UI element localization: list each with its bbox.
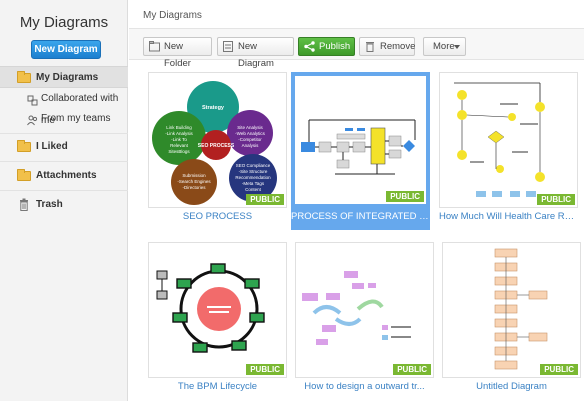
process-diagram-preview (302, 271, 411, 345)
diagram-title[interactable]: SEO PROCESS (182, 211, 253, 222)
toolbar: New Folder New Diagram Publish Remove Mo… (129, 28, 584, 69)
public-badge: PUBLIC (246, 364, 284, 375)
sidebar-item-teams[interactable]: From my teams (0, 108, 128, 130)
sidebar-item-liked[interactable]: I Liked (0, 136, 128, 158)
team-icon (27, 113, 38, 135)
diagram-thumbnail[interactable]: PUBLIC (148, 242, 287, 378)
diagram-thumbnail[interactable]: PUBLIC (439, 72, 578, 208)
sidebar-item-label: My Diagrams (36, 72, 99, 83)
publish-label: Publish (319, 41, 351, 52)
diagram-title[interactable]: The BPM Lifecycle (177, 381, 258, 392)
collaborate-icon (27, 93, 38, 115)
app-title: My Diagrams (19, 14, 109, 31)
caret-down-icon (454, 45, 460, 49)
flowchart-preview (301, 119, 416, 175)
sidebar: My Diagrams New Diagram My Diagrams Coll… (0, 0, 128, 401)
diagram-card[interactable]: Strategy SEO PROCESS Site Analysis-Web A… (148, 72, 287, 232)
seo-node-top: Strategy (202, 105, 225, 111)
seo-node-bottom-left: Submission-Search Engines-Directories (177, 173, 211, 190)
sidebar-item-trash[interactable]: Trash (0, 194, 128, 216)
remove-label: Remove (380, 41, 416, 52)
sidebar-divider (0, 190, 128, 191)
diagram-thumbnail[interactable]: Strategy SEO PROCESS Site Analysis-Web A… (148, 72, 287, 208)
public-badge: PUBLIC (540, 364, 578, 375)
folder-open-icon (17, 71, 31, 83)
diagram-title[interactable]: How Much Will Health Care Ref... (439, 211, 578, 222)
public-badge: PUBLIC (393, 364, 431, 375)
more-label: More (433, 41, 455, 52)
sidebar-item-label: I Liked (36, 141, 68, 152)
cycle-diagram-preview (156, 263, 265, 353)
diagram-card[interactable]: PUBLIC PROCESS OF INTEGRATED M... (291, 72, 430, 232)
diagram-title[interactable]: PROCESS OF INTEGRATED M... (291, 211, 430, 222)
publish-button[interactable]: Publish (298, 37, 355, 56)
sidebar-divider (0, 161, 128, 162)
sidebar-item-label: Collaborated with me (41, 93, 119, 126)
sidebar-item-collaborated[interactable]: Collaborated with me (0, 88, 128, 126)
diagram-thumbnail[interactable]: PUBLIC (442, 242, 581, 378)
sidebar-item-attachments[interactable]: Attachments (0, 165, 128, 187)
folder-add-icon (149, 41, 160, 52)
new-folder-label: New Folder (164, 41, 191, 69)
diagram-card[interactable]: PUBLIC Untitled Diagram (442, 242, 581, 401)
sidebar-item-my-diagrams[interactable]: My Diagrams (0, 66, 128, 88)
diagram-add-icon (223, 41, 234, 52)
new-diagram-toolbar-button[interactable]: New Diagram (217, 37, 294, 69)
diagram-card[interactable]: PUBLIC How Much Will Health Care Ref... (439, 72, 578, 232)
trash-icon (19, 198, 29, 220)
sidebar-item-label: From my teams (41, 113, 111, 124)
attachment-folder-icon (17, 169, 31, 181)
main-panel: My Diagrams New Folder New Diagram Publi… (129, 0, 584, 401)
public-badge: PUBLIC (386, 191, 424, 202)
more-dropdown[interactable]: More (423, 37, 466, 56)
diagram-card[interactable]: PUBLIC How to design a outward tr... (295, 242, 434, 401)
remove-button[interactable]: Remove (359, 37, 415, 56)
new-diagram-button[interactable]: New Diagram (31, 40, 101, 59)
seo-diagram-preview: Strategy SEO PROCESS Site Analysis-Web A… (152, 81, 277, 205)
sidebar-item-label: Attachments (36, 170, 97, 181)
selection-highlight (291, 206, 430, 230)
breadcrumb: My Diagrams (143, 10, 202, 21)
diagram-title[interactable]: How to design a outward tr... (304, 381, 425, 392)
public-badge: PUBLIC (246, 194, 284, 205)
diagram-title[interactable]: Untitled Diagram (476, 381, 547, 392)
diagram-card[interactable]: PUBLIC The BPM Lifecycle (148, 242, 287, 401)
vertical-flow-preview (494, 248, 548, 370)
trash-icon (365, 41, 376, 52)
flowchart-preview (454, 82, 545, 197)
new-folder-button[interactable]: New Folder (143, 37, 212, 69)
public-badge: PUBLIC (537, 194, 575, 205)
share-icon (304, 41, 315, 52)
diagram-thumbnail[interactable]: PUBLIC (295, 242, 434, 378)
sidebar-item-label: Trash (36, 199, 63, 210)
sidebar-divider (0, 133, 128, 134)
heart-folder-icon (17, 140, 31, 152)
seo-node-center: SEO PROCESS (198, 143, 235, 149)
diagram-thumbnail[interactable]: PUBLIC (291, 72, 430, 208)
new-diagram-toolbar-label: New Diagram (238, 41, 274, 69)
